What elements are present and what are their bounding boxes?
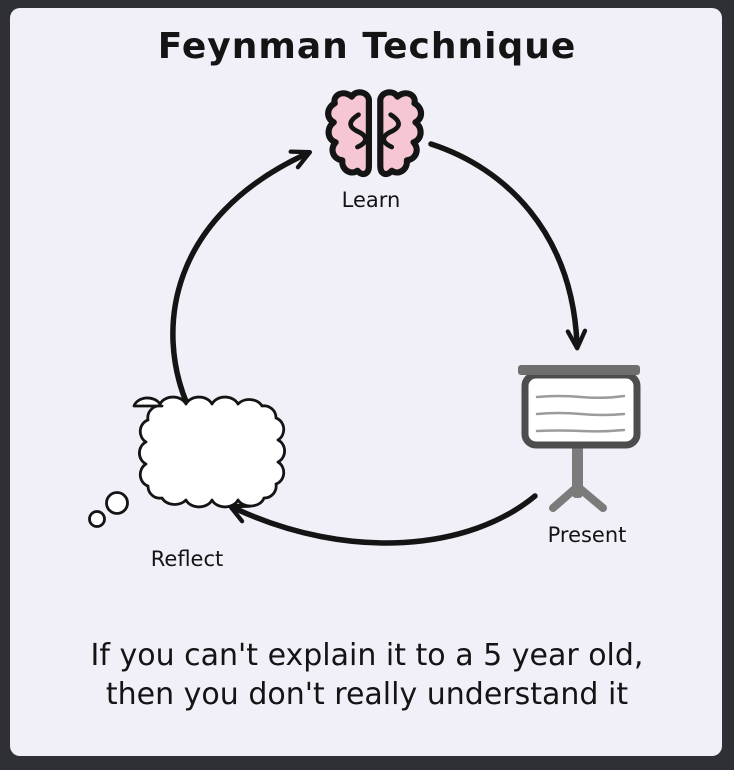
quote-caption: If you can't explain it to a 5 year old,…	[0, 636, 734, 714]
quote-line-2: then you don't really understand it	[105, 677, 629, 712]
quote-line-1: If you can't explain it to a 5 year old,	[90, 638, 644, 673]
node-label-learn: Learn	[341, 188, 401, 212]
node-label-present: Present	[547, 523, 627, 547]
page-title: Feynman Technique	[157, 26, 577, 67]
node-label-reflect: Reflect	[150, 547, 224, 571]
